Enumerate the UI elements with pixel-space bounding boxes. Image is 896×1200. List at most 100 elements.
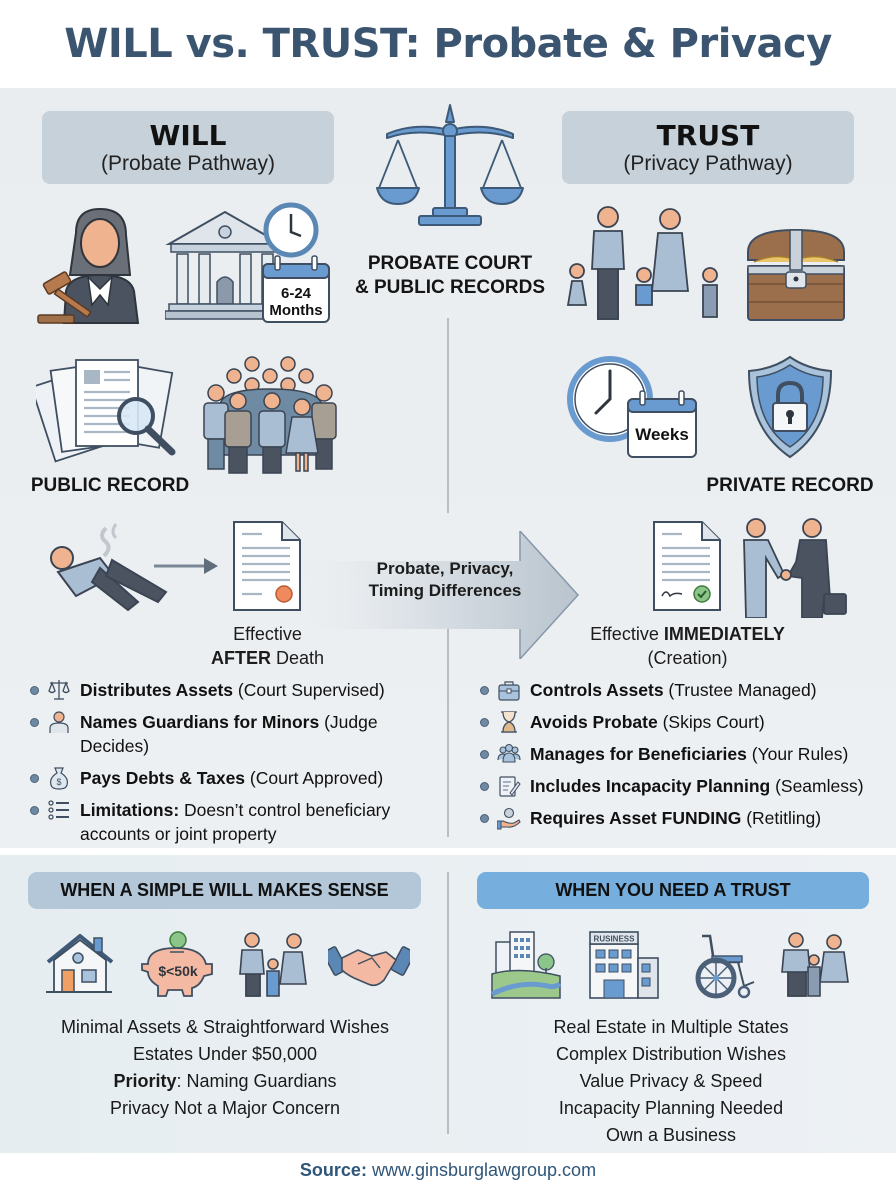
scales-icon (48, 680, 70, 700)
svg-text:$: $ (56, 777, 61, 787)
trust-effective-label: Effective IMMEDIATELY (Creation) (570, 622, 805, 670)
will-effective-bold: AFTER (210, 648, 271, 668)
scales-of-justice-icon (376, 104, 524, 226)
will-bullet-item: $ Pays Debts & Taxes (Court Approved) (30, 766, 450, 790)
bullet-dot-icon (480, 750, 489, 759)
source-label: Source: (299, 1160, 367, 1180)
bullet-bold: Includes Incapacity Planning (530, 776, 771, 796)
bullet-bold: Requires Asset FUNDING (530, 808, 742, 828)
piggy-label: $<50k (158, 963, 198, 979)
handshake-businessmen-icon (743, 518, 847, 618)
list-icon (48, 800, 69, 820)
when-will-item: Estates Under $50,000 (20, 1041, 430, 1068)
bullet-rest: (Retitling) (741, 808, 822, 828)
trust-bullet-item: Controls Assets (Trustee Managed) (480, 678, 890, 702)
bottom-divider (447, 872, 449, 1134)
bullet-dot-icon (30, 806, 39, 815)
trust-bullet-item: Requires Asset FUNDING (Retitling) (480, 806, 890, 830)
bullet-bold: Limitations: (80, 800, 180, 820)
bullet-bold: Manages for Beneficiaries (530, 744, 747, 764)
judge-icon (37, 207, 140, 324)
when-will-list: Minimal Assets & Straightforward Wishes … (20, 1014, 430, 1122)
will-heading: WILL (149, 118, 227, 152)
trust-subheading: (Privacy Pathway) (623, 151, 793, 175)
real-estate-icon (490, 931, 562, 999)
business-sign: RUSINESS (594, 935, 636, 944)
will-effective-line1: Effective (233, 624, 302, 644)
trust-bullet-list: Controls Assets (Trustee Managed) Avoids… (480, 678, 890, 838)
will-document-icon (233, 521, 301, 611)
timeline-badge-line1: 6-24 (281, 285, 312, 302)
probate-court-line2: & PUBLIC RECORDS (354, 277, 545, 298)
public-record-label: PUBLIC RECORD (30, 475, 190, 496)
deceased-person-icon (50, 523, 218, 612)
wheelchair-icon (695, 934, 755, 999)
shield-lock-icon (747, 355, 833, 459)
bullet-rest: (Court Supervised) (233, 680, 385, 700)
item-text: Estates Under $50,000 (132, 1044, 318, 1064)
bullet-bold: Pays Debts & Taxes (80, 768, 246, 788)
hourglass-icon (501, 711, 517, 733)
when-trust-header: WHEN YOU NEED A TRUST (477, 872, 869, 909)
trust-effective-line2: (Creation) (647, 648, 728, 668)
when-trust-item: Own a Business (605, 1125, 737, 1145)
money-bag-icon: $ (50, 767, 68, 790)
source-footer: Source: www.ginsburglawgroup.com (0, 1160, 896, 1181)
crowd-icon (203, 356, 337, 474)
when-will-header: WHEN A SIMPLE WILL MAKES SENSE (28, 872, 421, 909)
will-bullet-item: Names Guardians for Minors (Judge Decide… (30, 710, 450, 758)
will-bullet-item: Limitations: Doesn’t control beneficiary… (30, 798, 450, 846)
hand-coin-icon (497, 807, 521, 830)
bullet-dot-icon (480, 718, 489, 727)
when-trust-list: Real Estate in Multiple States Complex D… (466, 1014, 876, 1149)
business-building-icon: RUSINESS (589, 931, 659, 999)
arrow-label-line1: Probate, Privacy, (376, 559, 514, 578)
center-divider-lower (447, 625, 449, 837)
item-text: Privacy Not a Major Concern (109, 1098, 341, 1118)
bullet-dot-icon (480, 814, 489, 823)
trust-effective-bold: IMMEDIATELY (663, 624, 785, 644)
bullet-rest: (Trustee Managed) (663, 680, 817, 700)
arrow-label-line2: Timing Differences (368, 581, 522, 600)
bullet-dot-icon (30, 718, 39, 727)
bullet-rest: (Seamless) (770, 776, 864, 796)
house-icon (46, 934, 114, 993)
treasure-chest-icon (747, 228, 845, 321)
weeks-badge: Weeks (635, 425, 689, 444)
clipboard-icon (499, 776, 521, 797)
item-text: : Naming Guardians (176, 1071, 337, 1091)
will-bullet-item: Distributes Assets (Court Supervised) (30, 678, 450, 702)
public-documents-magnifier-icon (36, 359, 176, 463)
item-bold: Priority (113, 1071, 177, 1091)
trust-effective-prefix: Effective (590, 624, 664, 644)
clock-weeks-icon: Weeks (567, 356, 697, 458)
trust-bullet-item: Manages for Beneficiaries (Your Rules) (480, 742, 890, 766)
bullet-bold: Avoids Probate (530, 712, 658, 732)
probate-court-label: PROBATE COURT & PUBLIC RECORDS (340, 252, 560, 300)
comparison-arrow-icon (300, 531, 580, 659)
probate-court-line1: PROBATE COURT (367, 253, 533, 274)
family-caregiver-icon (781, 932, 849, 997)
will-effective-rest: Death (270, 648, 325, 668)
when-trust-item: Complex Distribution Wishes (555, 1044, 787, 1064)
page-title: WILL vs. TRUST: Probate & Privacy (64, 21, 832, 67)
when-trust-item: Value Privacy & Speed (579, 1071, 763, 1091)
will-subheading: (Probate Pathway) (101, 151, 275, 175)
bullet-rest: (Skips Court) (657, 712, 765, 732)
trust-heading: TRUST (656, 118, 760, 152)
bullet-dot-icon (480, 782, 489, 791)
briefcase-icon (498, 681, 520, 701)
group-icon (497, 743, 521, 763)
source-url[interactable]: www.ginsburglawgroup.com (366, 1160, 597, 1180)
when-will-item: Privacy Not a Major Concern (20, 1095, 430, 1122)
bullet-rest: (Your Rules) (746, 744, 849, 764)
center-divider-upper (447, 318, 449, 513)
when-trust-item: Incapacity Planning Needed (558, 1098, 784, 1118)
courthouse-icon: 6-24 Months (165, 202, 330, 323)
timeline-badge-line2: Months (269, 302, 322, 319)
when-will-item: Minimal Assets & Straightforward Wishes (20, 1014, 430, 1041)
family-icon (566, 206, 718, 320)
piggy-bank-icon: $<50k (141, 931, 213, 997)
bullet-dot-icon (30, 774, 39, 783)
bullet-bold: Controls Assets (530, 680, 664, 700)
